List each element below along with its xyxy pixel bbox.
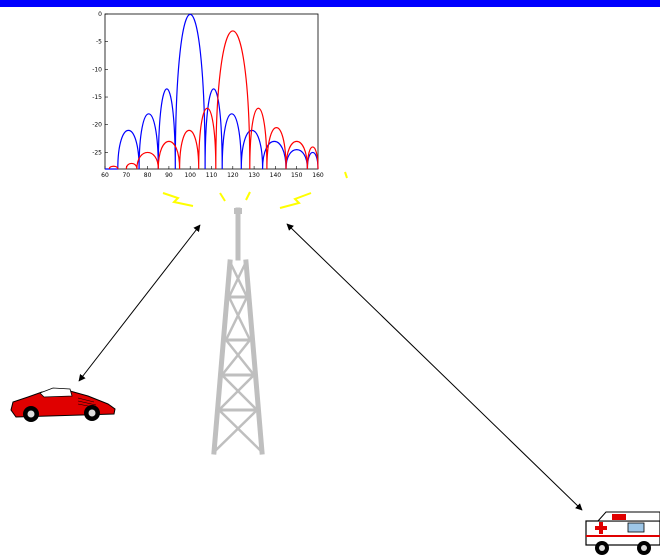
ambulance-icon: [585, 511, 660, 555]
x-tick-label: 90: [165, 172, 173, 179]
antenna-tower: [211, 207, 265, 455]
series-line-2: [108, 30, 319, 170]
x-tick-label: 110: [206, 172, 218, 179]
y-tick-label: -25: [92, 149, 102, 156]
x-tick-label: 80: [144, 172, 152, 179]
link-arrow-ambulance: [286, 223, 583, 511]
y-tick-label: -5: [96, 39, 102, 46]
x-tick-label: 60: [101, 172, 109, 179]
signal-waves: [162, 171, 348, 209]
y-tick-label: -10: [92, 66, 102, 73]
signal-wave-center-right: [245, 191, 251, 201]
beam-pattern-chart: 60 70 80 90 100 110 120 130 140 150 160 0 -5 -10 -15 -2…: [92, 11, 324, 179]
signal-wave-right: [279, 192, 312, 209]
y-tick-label: -15: [92, 94, 102, 101]
header-bar: [0, 0, 660, 7]
x-tick-label: 160: [312, 172, 324, 179]
y-tick-label: 0: [98, 11, 102, 18]
sports-car-icon: [10, 387, 116, 422]
link-arrow-car: [78, 224, 201, 382]
signal-spark: [344, 171, 348, 179]
y-tick-label: -20: [92, 122, 102, 129]
x-tick-label: 100: [184, 172, 196, 179]
signal-wave-center-left: [219, 192, 226, 202]
x-tick-label: 150: [291, 172, 303, 179]
x-tick-label: 130: [248, 172, 260, 179]
x-tick-label: 70: [122, 172, 130, 179]
x-tick-label: 140: [270, 172, 282, 179]
signal-wave-left: [162, 192, 194, 207]
x-tick-label: 120: [227, 172, 239, 179]
